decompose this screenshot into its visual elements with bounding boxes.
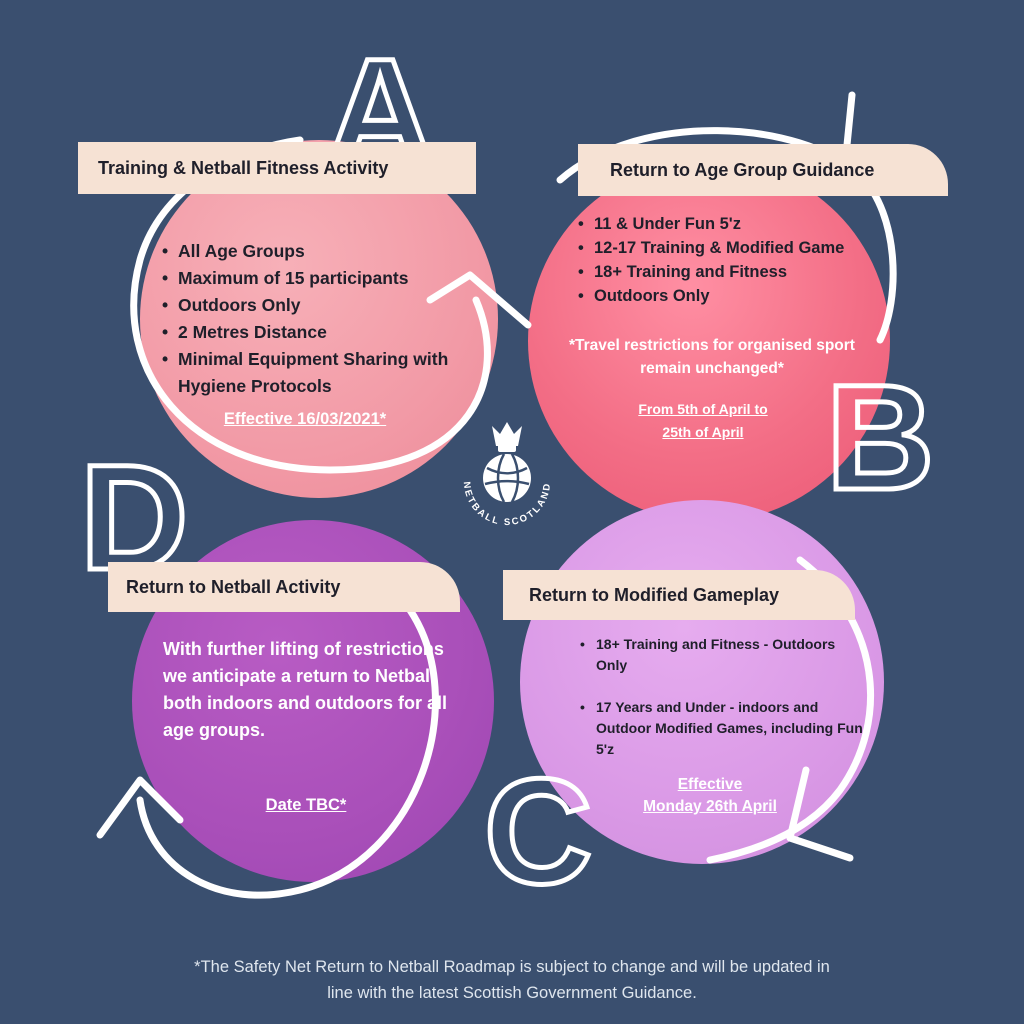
footer-line2: line with the latest Scottish Government… (327, 984, 697, 1002)
list-item: Minimal Equipment Sharing with Hygiene P… (162, 346, 482, 400)
list-item: Outdoors Only (578, 284, 848, 308)
stage-letter-c: C (481, 747, 594, 915)
list-item: Outdoors Only (162, 292, 482, 319)
stage-c-list: 18+ Training and Fitness - Outdoors Only… (580, 634, 870, 760)
stage-d-body: With further lifting of restrictions we … (163, 639, 447, 740)
stage-a-effective-link[interactable]: Effective 16/03/2021* (223, 410, 387, 428)
stage-a-list: All Age Groups Maximum of 15 participant… (162, 238, 482, 400)
list-item: Maximum of 15 participants (162, 265, 482, 292)
stage-c-effective-link[interactable]: Effective Monday 26th April (600, 774, 820, 818)
stage-b-travel-note: *Travel restrictions for organised sport… (569, 337, 855, 377)
list-item: 18+ Training and Fitness - Outdoors Only (580, 634, 870, 676)
list-item: 2 Metres Distance (162, 319, 482, 346)
footer-line1: *The Safety Net Return to Netball Roadma… (194, 958, 830, 976)
stage-c-title: Return to Modified Gameplay (503, 570, 855, 620)
list-item: 18+ Training and Fitness (578, 260, 848, 284)
netball-scotland-logo: NETBALL SCOTLAND (461, 422, 551, 528)
stage-c-circle (520, 500, 884, 864)
stage-b-title: Return to Age Group Guidance (578, 144, 948, 196)
stage-letter-b: B (823, 353, 936, 521)
list-item: 12-17 Training & Modified Game (578, 236, 848, 260)
arrow-ring-d (136, 606, 439, 899)
stage-a-title: Training & Netball Fitness Activity (78, 142, 476, 194)
stage-b-list: 11 & Under Fun 5'z 12-17 Training & Modi… (578, 212, 848, 308)
arrow-head-d (96, 776, 184, 839)
footer-disclaimer: *The Safety Net Return to Netball Roadma… (80, 954, 944, 1006)
stage-b-effective-link[interactable]: From 5th of April to 25th of April (598, 398, 808, 444)
list-item: 11 & Under Fun 5'z (578, 212, 848, 236)
arrow-head-c (786, 766, 854, 862)
list-item: 17 Years and Under - indoors and Outdoor… (580, 697, 870, 760)
stage-c-effective-line2: Monday 26th April (643, 798, 777, 815)
stage-d-title: Return to Netball Activity (108, 562, 460, 612)
stage-c-effective-line1: Effective (677, 776, 743, 793)
stage-b-effective-line1: From 5th of April to (638, 401, 768, 417)
list-item: All Age Groups (162, 238, 482, 265)
stage-b-effective-line2: 25th of April (662, 424, 744, 440)
stage-d-effective-link[interactable]: Date TBC* (265, 796, 347, 814)
